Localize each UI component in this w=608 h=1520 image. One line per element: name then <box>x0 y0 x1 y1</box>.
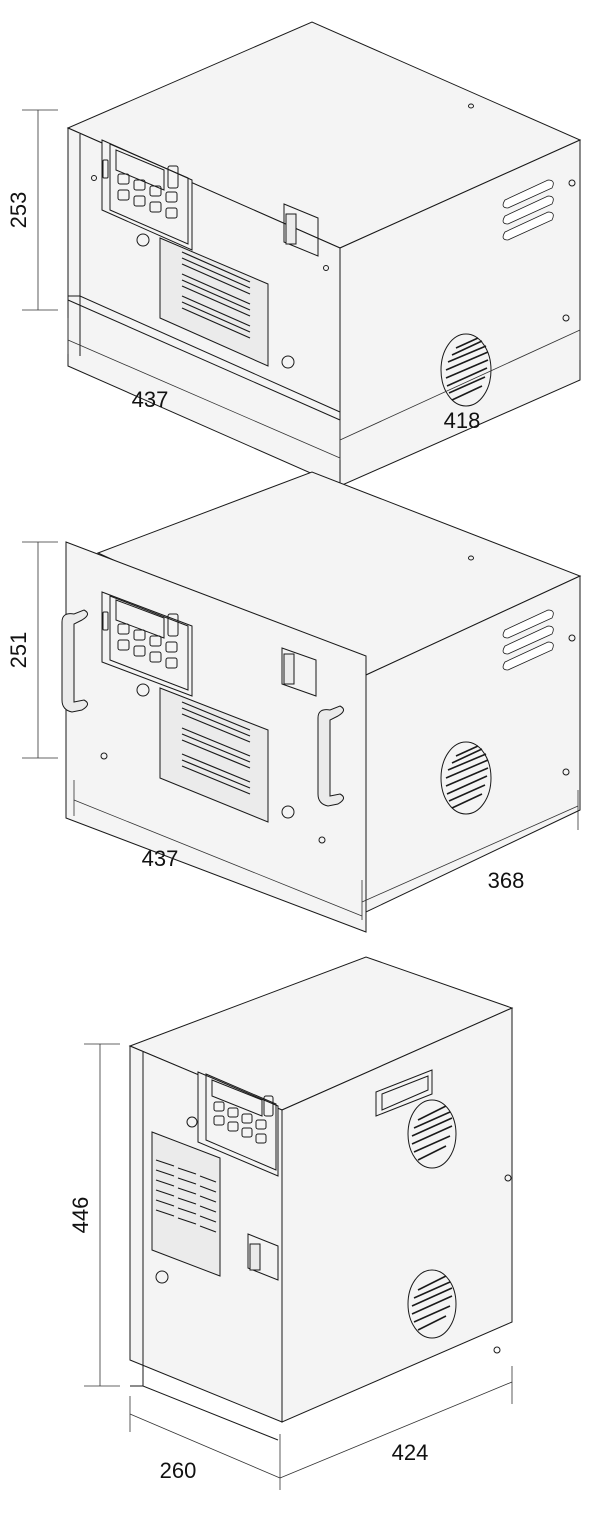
dimension-lines <box>84 1043 513 1490</box>
depth-label: 424 <box>392 1440 429 1465</box>
rotary-switch <box>247 1233 279 1281</box>
louver-vents <box>502 609 554 671</box>
louver-vents <box>502 179 554 241</box>
controller-keypad <box>101 139 193 251</box>
depth-label: 418 <box>444 408 481 433</box>
height-label: 253 <box>6 192 31 229</box>
fan-grille <box>440 741 492 815</box>
width-label: 437 <box>132 387 169 412</box>
carry-handle-recess <box>375 1069 433 1117</box>
vent-plate <box>159 237 269 367</box>
fan-grille <box>440 333 492 407</box>
handle-right <box>317 705 344 807</box>
width-label: 260 <box>160 1458 197 1483</box>
screw <box>91 175 97 181</box>
dimension-lines <box>22 541 579 920</box>
screw <box>568 179 576 187</box>
dimension-lines <box>22 109 581 460</box>
depth-label: 368 <box>488 868 525 893</box>
tower-cabinet-view: 446 260 424 <box>68 956 514 1490</box>
vent-plate <box>151 1131 221 1277</box>
rack-mount-cabinet-view: 251 437 368 <box>6 471 582 933</box>
top-hole <box>468 103 474 109</box>
height-label: 446 <box>68 1197 93 1234</box>
fan-grille-upper <box>407 1099 457 1169</box>
screw <box>562 314 570 322</box>
fan-grille-lower <box>407 1269 457 1339</box>
height-label: 251 <box>6 632 31 669</box>
controller-keypad <box>101 591 193 697</box>
handle-left <box>61 609 88 713</box>
width-label: 437 <box>142 846 179 871</box>
indicator-lamp <box>136 233 150 247</box>
controller-keypad <box>197 1071 279 1177</box>
vent-plate <box>159 687 269 823</box>
rotary-switch <box>283 203 319 257</box>
benchtop-cabinet-view: 253 437 418 <box>6 21 582 487</box>
indicator-lamp <box>281 355 295 369</box>
rotary-switch <box>281 647 317 697</box>
